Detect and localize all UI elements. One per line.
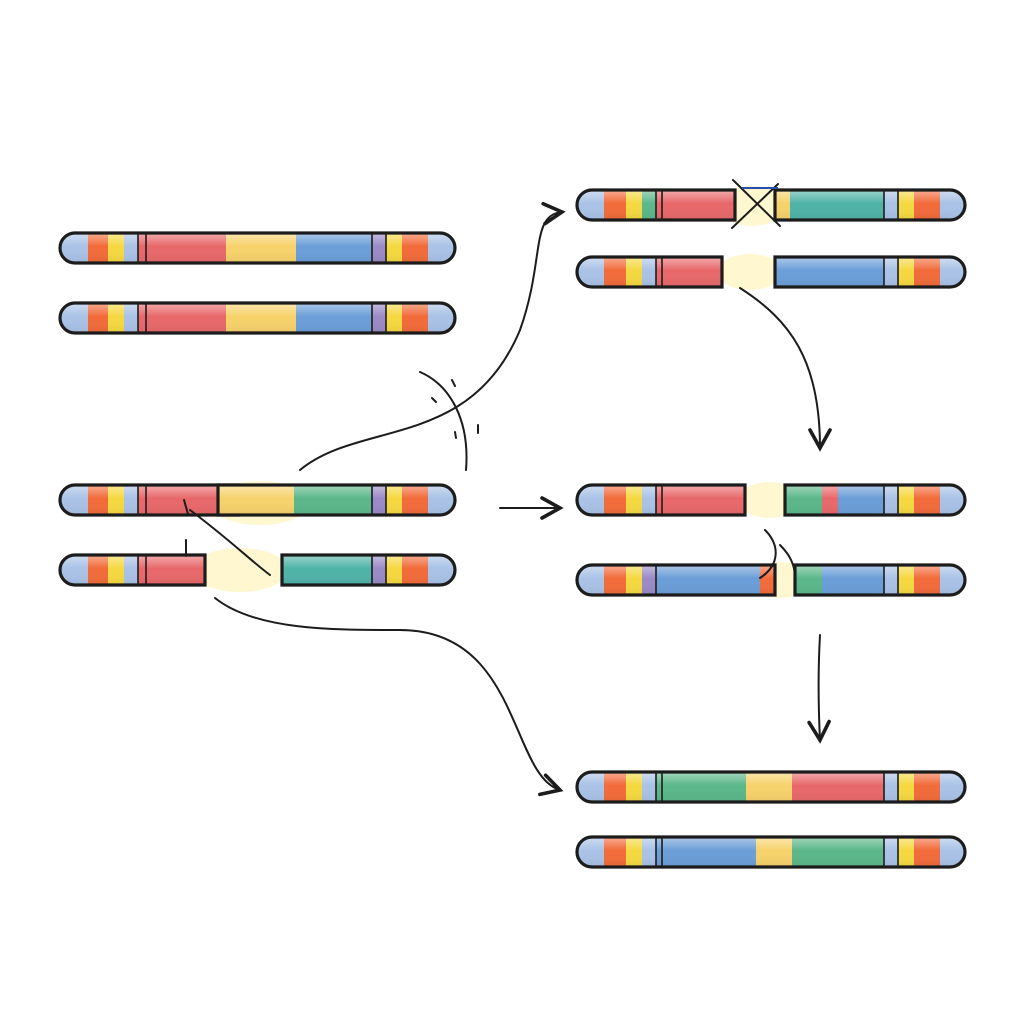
rejoin-curve [759, 529, 777, 579]
chromosome-bands [775, 190, 965, 220]
chromosome-outline [58, 301, 457, 335]
chromosome-bands [577, 257, 722, 287]
chromosome-broken-1-right [216, 483, 457, 517]
chromosome-outline [58, 483, 240, 517]
chromosome-outline [575, 255, 724, 289]
chromosome-rejoining-1-right [783, 483, 967, 517]
arrow-down-to-rejoining [739, 287, 832, 452]
chromosome-bands [577, 772, 965, 802]
chromosome-bands [60, 303, 455, 333]
chromosome-outline [575, 563, 777, 597]
arrow-curve-to-result [214, 597, 564, 797]
chromosome-crossing-2-right [773, 255, 967, 289]
break-glow [718, 254, 782, 290]
chromosome-bands [218, 485, 455, 515]
chromosome-original-1 [58, 231, 457, 265]
chromosome-bands [795, 565, 965, 595]
band-shine [218, 485, 455, 515]
break-tick [183, 499, 189, 515]
band-shine [60, 233, 455, 263]
chromosome-bands [60, 555, 205, 585]
chromosome-outline [783, 483, 967, 517]
chromosome-result-1 [575, 770, 967, 804]
chromosome-broken-1-left [58, 483, 240, 517]
chromosome-bands [282, 555, 455, 585]
exchange-curve [189, 509, 271, 576]
band-shine [60, 303, 455, 333]
crossover-sketch-tick [431, 397, 437, 403]
chromosome-outline [575, 483, 747, 517]
chromosome-bands [577, 837, 965, 867]
chromosome-outline [575, 835, 967, 869]
crossover-sketch-tick [454, 431, 457, 439]
chromosome-outline [773, 255, 967, 289]
chromosome-crossing-1-left [575, 188, 737, 222]
band-shine [577, 837, 965, 867]
chromosome-crossing-2-left [575, 255, 724, 289]
band-shine [577, 565, 775, 595]
band-shine [577, 257, 722, 287]
chromosome-outline [280, 553, 457, 587]
break-glow [192, 548, 288, 592]
rejoin-curve [779, 544, 796, 579]
band-shine [785, 485, 965, 515]
arrows [183, 201, 832, 797]
chromosome-outline [575, 188, 737, 222]
chromosome-rejoining-2-left [575, 563, 777, 597]
band-shine [577, 772, 965, 802]
crossover-x-icon [731, 183, 779, 229]
chromosome-bands [577, 190, 735, 220]
crossover-sketch-arc [419, 371, 468, 471]
chromosome-result-2 [575, 835, 967, 869]
band-shine [795, 565, 965, 595]
band-shine [60, 555, 205, 585]
chromosome-outline [58, 231, 457, 265]
chromosome-outline [793, 563, 967, 597]
chromosome-bands [60, 485, 238, 515]
crossover-x-icon [732, 179, 781, 227]
chromosome-original-2 [58, 301, 457, 335]
chromosome-bands [577, 565, 775, 595]
chromosomes [58, 188, 967, 869]
chromosome-crossing-1-right [773, 188, 967, 222]
chromosome-bands [785, 485, 965, 515]
chromosome-broken-2-right [280, 553, 457, 587]
chromosome-rejoining-2-right [793, 563, 967, 597]
chromosome-broken-2-left [58, 553, 207, 587]
chromosome-rejoining-1-left [575, 483, 747, 517]
crossover-sketch-tick [451, 379, 456, 387]
arrow-curve-to-crossing [299, 201, 566, 471]
band-shine [775, 190, 965, 220]
chromosome-bands [60, 233, 455, 263]
chromosome-outline [575, 770, 967, 804]
chromosome-outline [773, 188, 967, 222]
chromosome-outline [216, 483, 457, 517]
chromosome-bands [775, 257, 965, 287]
band-shine [577, 485, 745, 515]
chromosome-outline [58, 553, 207, 587]
crossover-mark [731, 179, 781, 229]
band-shine [775, 257, 965, 287]
band-shine [60, 485, 238, 515]
arrow-down-to-result [807, 634, 831, 744]
chromosome-bands [577, 485, 745, 515]
band-shine [282, 555, 455, 585]
